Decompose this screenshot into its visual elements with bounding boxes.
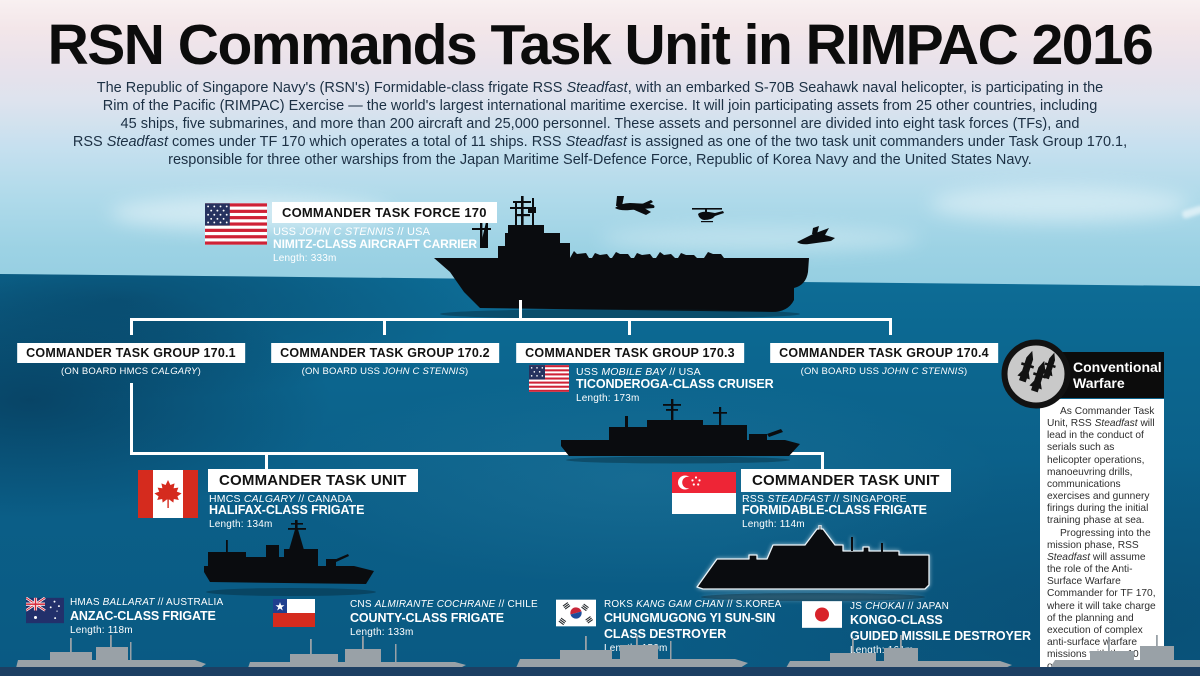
task-force-label-text: COMMANDER TASK FORCE 170 xyxy=(282,205,487,220)
cloud xyxy=(600,226,920,252)
chile-flag-icon xyxy=(273,599,315,627)
fleet-ship-length: Length: 133m xyxy=(350,627,414,638)
patrol-plane-icon xyxy=(615,196,655,215)
formidable-frigate-silhouette xyxy=(696,525,930,601)
connector-vertical-2 xyxy=(130,383,133,454)
connector-drop xyxy=(130,320,133,335)
task-force-ship-length: Length: 333m xyxy=(273,253,337,264)
task-group-4-label: COMMANDER TASK GROUP 170.4 xyxy=(770,343,998,363)
connector-drop xyxy=(265,454,268,469)
japan-flag-icon xyxy=(802,601,842,628)
task-group-2-label: COMMANDER TASK GROUP 170.2 xyxy=(271,343,499,363)
intro-paragraph: The Republic of Singapore Navy's (RSN's)… xyxy=(72,80,1128,169)
page-title: RSN Commands Task Unit in RIMPAC 2016 xyxy=(47,13,1154,77)
task-force-ship-name: USS JOHN C STENNIS // USA xyxy=(273,226,431,238)
task-unit-right-ship-length: Length: 114m xyxy=(742,519,805,530)
connector-horizontal-1 xyxy=(130,318,892,321)
fleet-ship-name: CNS ALMIRANTE COCHRANE // CHILE xyxy=(350,599,538,610)
connector-drop xyxy=(628,320,631,335)
task-unit-left-label: COMMANDER TASK UNIT xyxy=(208,469,418,492)
footer-bar xyxy=(0,667,1200,676)
task-group-1-label: COMMANDER TASK GROUP 170.1 xyxy=(17,343,245,363)
fleet-ship-length: Length: 118m xyxy=(70,625,133,636)
task-force-label: COMMANDER TASK FORCE 170 xyxy=(272,202,497,223)
fleet-ship-name: ROKS KANG GAM CHAN // S.KOREA xyxy=(604,599,782,610)
task-group-2-sub: (ON BOARD USS JOHN C STENNIS) xyxy=(301,366,469,377)
fleet-ship-length: Length: 161m xyxy=(850,645,914,656)
fleet-ship-class: CHUNGMUGONG YI SUN-SIN CLASS DESTROYER xyxy=(604,611,776,641)
task-group-3-ship-class: TICONDEROGA-CLASS CRUISER xyxy=(576,377,774,391)
sidebar-paragraph-1: As Commander Task Unit, RSS Steadfast wi… xyxy=(1047,406,1155,527)
missiles-icon xyxy=(1001,339,1071,409)
connector-drop xyxy=(383,320,386,335)
fleet-ship-name: HMAS BALLARAT // AUSTRALIA xyxy=(70,597,224,608)
task-unit-left-ship-name: HMCS CALGARY // CANADA xyxy=(209,493,353,505)
canada-flag-icon xyxy=(138,470,198,518)
connector-drop xyxy=(889,320,892,335)
usa-flag-icon xyxy=(205,203,267,245)
fighter-jet-icon xyxy=(797,226,835,245)
task-unit-right-ship-name: RSS STEADFAST // SINGAPORE xyxy=(742,493,907,505)
task-unit-right-label: COMMANDER TASK UNIT xyxy=(741,469,951,492)
sidebar-body: As Commander Task Unit, RSS Steadfast wi… xyxy=(1040,399,1164,676)
task-group-3-ship-name: USS MOBILE BAY // USA xyxy=(576,366,701,378)
task-unit-right-ship-class: FORMIDABLE-CLASS FRIGATE xyxy=(742,503,927,517)
task-force-ship-class: NIMITZ-CLASS AIRCRAFT CARRIER xyxy=(273,237,477,251)
aircraft-carrier-silhouette xyxy=(434,196,835,319)
fleet-ship-class: COUNTY-CLASS FRIGATE xyxy=(350,611,505,625)
cruiser-silhouette xyxy=(561,399,800,464)
task-group-4-sub: (ON BOARD USS JOHN C STENNIS) xyxy=(800,366,968,377)
frigate-silhouette xyxy=(204,520,376,596)
task-group-3-label: COMMANDER TASK GROUP 170.3 xyxy=(516,343,744,363)
connector-drop xyxy=(821,454,824,469)
task-group-1-sub: (ON BOARD HMCS CALGARY) xyxy=(61,366,201,377)
sidebar-title: Conventional Warfare xyxy=(1060,352,1164,398)
task-unit-left-ship-length: Length: 134m xyxy=(209,519,273,530)
singapore-flag-icon xyxy=(672,472,736,514)
australia-flag-icon xyxy=(26,597,64,624)
fleet-ship-class: ANZAC-CLASS FRIGATE xyxy=(70,609,216,623)
south-korea-flag-icon xyxy=(556,599,596,627)
task-unit-left-ship-class: HALIFAX-CLASS FRIGATE xyxy=(209,503,365,517)
usa-flag-icon xyxy=(529,365,569,392)
harbour-silhouette-strip xyxy=(16,635,1200,668)
connector-horizontal-2 xyxy=(130,452,824,455)
helicopter-icon xyxy=(692,208,724,223)
task-group-3-ship-length: Length: 173m xyxy=(576,393,640,404)
cloud xyxy=(930,186,1190,222)
fleet-ship-class: KONGO-CLASS GUIDED MISSILE DESTROYER xyxy=(850,613,1031,643)
connector-stem xyxy=(519,300,522,319)
fleet-ship-name: JS CHOKAI // JAPAN xyxy=(850,601,950,612)
